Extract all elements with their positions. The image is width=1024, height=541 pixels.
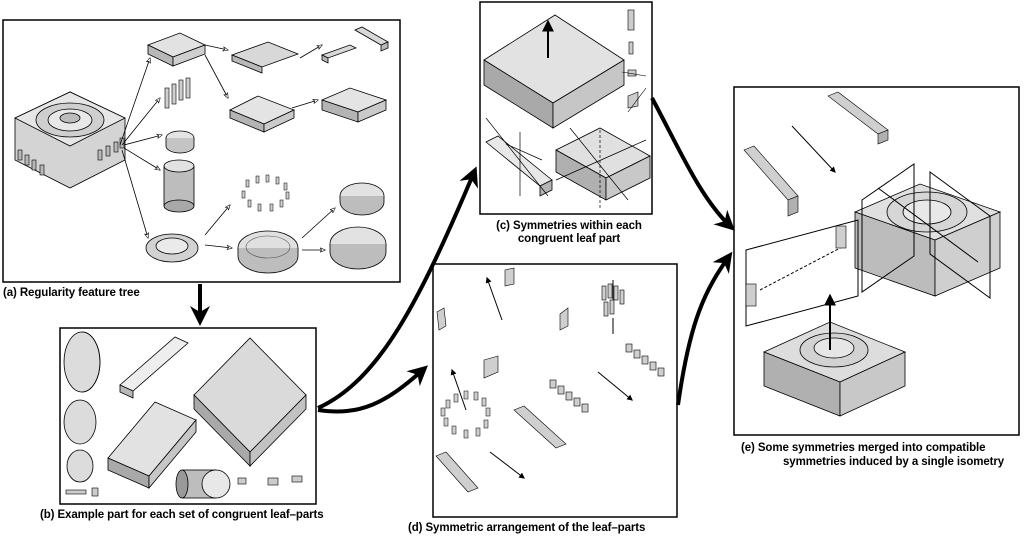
small-disc bbox=[66, 449, 94, 483]
disc-small bbox=[339, 182, 385, 216]
long-bar bbox=[320, 44, 358, 64]
cube-b bbox=[193, 337, 307, 467]
cylinder-b bbox=[175, 469, 231, 499]
caption-d: (d) Symmetric arrangement of the leaf–pa… bbox=[408, 522, 646, 534]
arrow-d-to-e bbox=[676, 251, 733, 406]
panel-b-example-parts bbox=[59, 327, 317, 505]
caption-e-line1: (e) Some symmetries merged into compatib… bbox=[741, 442, 986, 454]
slab-c bbox=[483, 14, 625, 129]
arrow-b-to-c bbox=[317, 166, 478, 410]
flow-arrows bbox=[190, 97, 735, 414]
panel-e-merged bbox=[733, 86, 1020, 436]
plate-b bbox=[107, 401, 197, 490]
ring-disc-part bbox=[237, 230, 299, 274]
comb-left-e bbox=[743, 145, 799, 217]
caption-a: (a) Regularity feature tree bbox=[3, 287, 140, 299]
axis-lines-c bbox=[621, 71, 647, 113]
base-part-e bbox=[762, 321, 907, 417]
tree-edges bbox=[119, 45, 335, 250]
arrow-b-to-d bbox=[317, 365, 428, 414]
comb-top-e bbox=[827, 91, 889, 145]
panel-d-frame bbox=[432, 263, 678, 518]
translation-arrows-d bbox=[450, 276, 633, 479]
panel-a-feature-tree bbox=[2, 19, 401, 283]
beam-c bbox=[485, 135, 553, 197]
cylinder-part bbox=[163, 159, 195, 213]
mid-disc bbox=[63, 399, 97, 445]
arrow-c-to-e bbox=[650, 97, 735, 231]
panel-d-arrangement bbox=[432, 263, 678, 518]
block-c bbox=[555, 127, 651, 201]
disc-large bbox=[329, 226, 387, 270]
symmetry-planes-e bbox=[861, 163, 991, 299]
small-blocks-e bbox=[745, 225, 847, 307]
disc-part bbox=[165, 130, 195, 154]
caption-c-line2: congruent leaf part bbox=[517, 233, 621, 245]
caption-c-line1: (c) Symmetries within each bbox=[496, 220, 642, 232]
root-part bbox=[14, 91, 126, 189]
comb-bar bbox=[230, 41, 300, 74]
pin-group bbox=[164, 77, 191, 109]
translation-arrow-e bbox=[791, 125, 836, 173]
big-disc bbox=[63, 331, 101, 393]
small-bar bbox=[354, 26, 389, 52]
pin-b bbox=[65, 475, 303, 497]
comb-part bbox=[146, 32, 207, 67]
long-beam bbox=[119, 336, 189, 399]
symmetry-planes-c bbox=[485, 117, 647, 208]
ring-part bbox=[145, 233, 199, 263]
plate-part bbox=[229, 95, 296, 133]
caption-e-line2: symmetries induced by a single isometry bbox=[783, 456, 1005, 468]
square-block bbox=[320, 87, 388, 123]
pin-ring-part bbox=[241, 174, 290, 212]
panel-c-leaf-symmetries bbox=[479, 1, 653, 215]
caption-b: (b) Example part for each set of congrue… bbox=[40, 509, 324, 521]
leaf-parts-d bbox=[435, 267, 665, 493]
pin-ring-d bbox=[440, 390, 491, 439]
